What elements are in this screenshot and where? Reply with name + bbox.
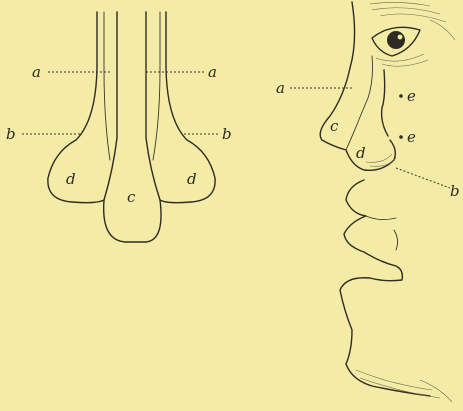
center-lobe-outline: [104, 12, 161, 242]
left-lobe-outline: [48, 12, 104, 203]
label-b-left: b: [6, 125, 16, 143]
label-e-lower: e: [407, 128, 416, 146]
mouth-corner: [366, 216, 398, 250]
lips-chin-profile: [340, 180, 430, 396]
label-a-right: a: [208, 63, 217, 81]
label-c: c: [330, 117, 339, 135]
right-face-profile: a c d e e b: [276, 2, 460, 402]
nose-side-contour: [382, 70, 388, 136]
label-c-center: c: [127, 188, 136, 206]
right-inner-boundary: [153, 12, 160, 160]
left-schematic-diagram: a a b b d d c: [6, 12, 232, 242]
label-d-right: d: [187, 170, 197, 188]
label-a-left: a: [32, 63, 41, 81]
left-inner-boundary: [104, 12, 110, 160]
label-b-right: b: [222, 125, 232, 143]
label-e-upper: e: [407, 87, 416, 105]
eyebrow-shading: [370, 2, 455, 40]
dot-e-lower: [399, 135, 403, 139]
nostril-shading: [366, 154, 396, 166]
leader-b: [396, 168, 450, 188]
label-a: a: [276, 79, 285, 97]
eye: [372, 27, 428, 66]
eye-highlight: [398, 35, 403, 40]
label-b: b: [450, 182, 460, 200]
label-d-left: d: [66, 170, 76, 188]
dot-e-upper: [399, 94, 403, 98]
iris: [387, 31, 405, 49]
label-d: d: [356, 144, 366, 162]
